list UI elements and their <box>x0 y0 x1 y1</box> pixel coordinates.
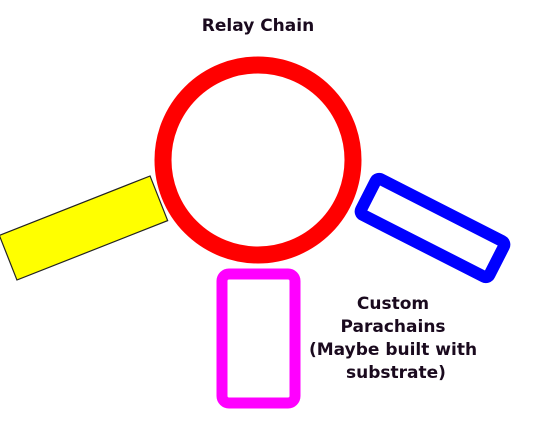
custom-label-line-1: Custom <box>357 294 429 314</box>
parachain-blue <box>354 172 511 284</box>
parachain-magenta-block <box>216 268 301 409</box>
parachain-yellow-block <box>0 175 169 281</box>
custom-label-line-2: Parachains <box>341 317 446 337</box>
relay-chain-ring <box>154 56 362 264</box>
custom-parachains-label: Custom Parachains (Maybe built with subs… <box>309 294 483 383</box>
parachain-yellow <box>0 175 169 281</box>
custom-label-line-3: (Maybe built with <box>309 340 477 360</box>
parachain-blue-block <box>354 172 511 284</box>
custom-label-line-4: substrate) <box>346 363 446 383</box>
relay-chain-title: Relay Chain <box>202 16 314 36</box>
